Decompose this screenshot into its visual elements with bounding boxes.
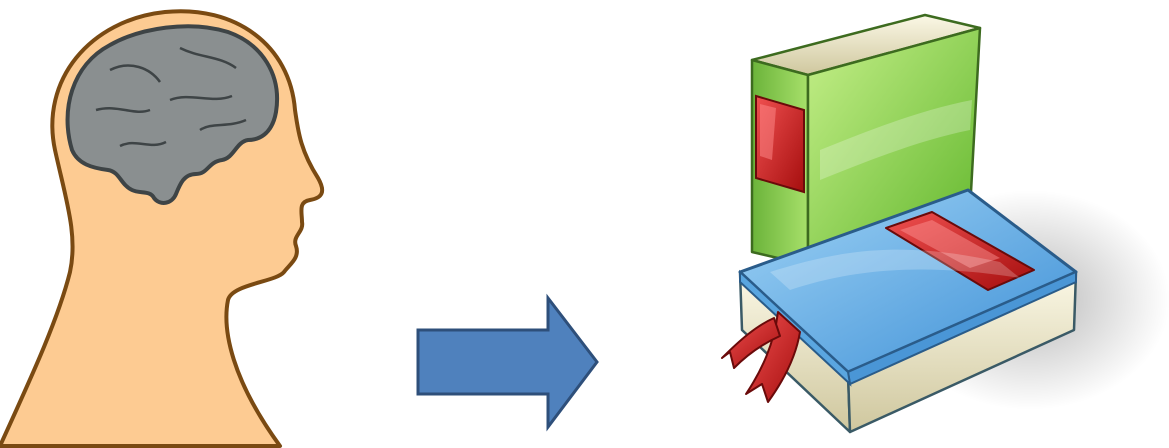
arrow-shape bbox=[418, 298, 597, 427]
arrow-figure bbox=[410, 290, 605, 435]
head-with-brain-figure bbox=[0, 0, 340, 448]
right-arrow-icon bbox=[410, 290, 605, 435]
books-icon bbox=[700, 0, 1169, 448]
books-figure bbox=[700, 0, 1169, 448]
human-head-brain-icon bbox=[0, 0, 340, 448]
